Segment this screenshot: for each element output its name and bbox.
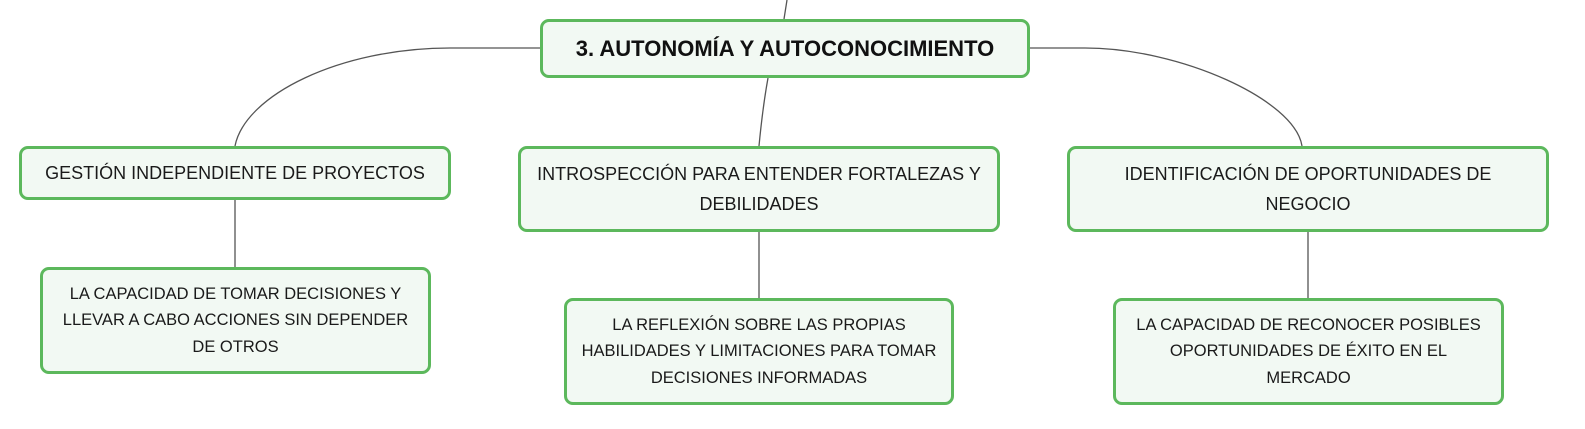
- branch-node-introspeccion[interactable]: INTROSPECCIÓN PARA ENTENDER FORTALEZAS Y…: [518, 146, 1000, 232]
- detail-node-reflexion-habilidades[interactable]: LA REFLEXIÓN SOBRE LAS PROPIAS HABILIDAD…: [564, 298, 954, 405]
- detail-node-capacidad-reconocer[interactable]: LA CAPACIDAD DE RECONOCER POSIBLES OPORT…: [1113, 298, 1504, 405]
- connector-root-to-branch-3: [1030, 47, 1303, 147]
- root-topic-node[interactable]: 3. AUTONOMÍA Y AUTOCONOCIMIENTO: [540, 19, 1030, 78]
- branch-node-gestion-independiente[interactable]: GESTIÓN INDEPENDIENTE DE PROYECTOS: [19, 146, 451, 200]
- detail-node-capacidad-decisiones[interactable]: LA CAPACIDAD DE TOMAR DECISIONES Y LLEVA…: [40, 267, 431, 374]
- detail-label: LA REFLEXIÓN SOBRE LAS PROPIAS HABILIDAD…: [581, 315, 937, 387]
- detail-label: LA CAPACIDAD DE RECONOCER POSIBLES OPORT…: [1136, 315, 1481, 387]
- detail-label: LA CAPACIDAD DE TOMAR DECISIONES Y LLEVA…: [62, 284, 409, 356]
- connector-root-to-branch-2: [758, 77, 769, 147]
- connector-parent-to-root: [783, 0, 788, 20]
- branch-label: GESTIÓN INDEPENDIENTE DE PROYECTOS: [45, 163, 425, 183]
- root-topic-label: 3. AUTONOMÍA Y AUTOCONOCIMIENTO: [575, 35, 995, 61]
- connector-root-to-branch-1: [234, 47, 540, 147]
- branch-label: IDENTIFICACIÓN DE OPORTUNIDADES DE NEGOC…: [1124, 164, 1492, 214]
- branch-label: INTROSPECCIÓN PARA ENTENDER FORTALEZAS Y…: [537, 164, 981, 214]
- branch-node-identificacion-oportunidades[interactable]: IDENTIFICACIÓN DE OPORTUNIDADES DE NEGOC…: [1067, 146, 1549, 232]
